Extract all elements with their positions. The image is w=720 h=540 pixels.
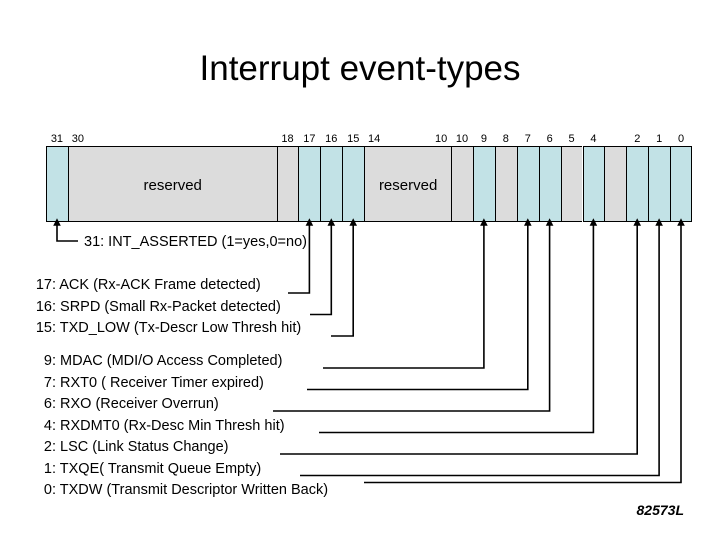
bit-number-5: 5: [568, 133, 575, 145]
callout-label-bit1: 1: TXQE( Transmit Queue Empty): [34, 459, 328, 481]
callout-label-bit9: 9: MDAC (MDI/O Access Completed): [34, 351, 328, 373]
bit-cell-17: [298, 146, 321, 222]
page-title: Interrupt event-types: [199, 49, 521, 88]
callout-bit-number: 6:: [43, 396, 56, 412]
device-part-number: 82573L: [636, 502, 684, 518]
bit-cell-6: [538, 146, 561, 222]
callout-bit-description: SRPD (Small Rx-Packet detected): [56, 298, 281, 315]
callout-bit-number: 1:: [43, 460, 56, 477]
bit-number-1: 1: [656, 133, 663, 145]
callout-group-bit31: 31: INT_ASSERTED (1=yes,0=no): [84, 232, 307, 254]
callout-label-bit4: 4: RXDMT0 (Rx-Desc Min Thresh hit): [34, 416, 328, 438]
bit-number-18: 18: [281, 133, 294, 145]
register-bitfield: reserved reserved: [46, 146, 692, 222]
callout-bit-description: LSC (Link Status Change): [56, 439, 229, 455]
callout-label-bit0: 0: TXDW (Transmit Descriptor Written Bac…: [34, 480, 328, 502]
callout-bit-description: TXD_LOW (Tx-Descr Low Thresh hit): [56, 320, 302, 336]
bit-cell-30: reserved: [67, 146, 277, 222]
callout-bit-number: 2:: [43, 439, 56, 455]
bit-cell-8: [494, 146, 517, 222]
bit-cell-16: [320, 146, 343, 222]
callout-bit-number: 15:: [35, 320, 56, 336]
bit-cell-7: [516, 146, 539, 222]
bit-number-4: 4: [590, 133, 597, 145]
bit-number-10: 10: [455, 133, 469, 145]
bit-cell-4: [582, 146, 605, 222]
bit-cell-18: [276, 146, 299, 222]
bit-number-0: 0: [677, 133, 685, 145]
callout-bit-description: TXDW (Transmit Descriptor Written Back): [56, 482, 329, 498]
reserved-label: reserved: [143, 176, 202, 194]
bit-cell-2: [626, 146, 649, 222]
bit-number-10: 10: [434, 133, 448, 145]
bit-number-7: 7: [524, 133, 531, 145]
bit-number-2: 2: [634, 133, 641, 145]
callout-label-bit2: 2: LSC (Link Status Change): [34, 437, 328, 459]
callout-label-bit16: 16: SRPD (Small Rx-Packet detected): [34, 297, 301, 319]
callout-bit-description: RXO (Receiver Overrun): [56, 396, 219, 412]
bit-cell-9: [473, 146, 495, 222]
bit-cell-15: [342, 146, 365, 222]
callout-group-bits-9-0: 9: MDAC (MDI/O Access Completed)7: RXT0 …: [34, 351, 328, 502]
callout-label-bit31: 31: INT_ASSERTED (1=yes,0=no): [84, 234, 307, 250]
bit-number-6: 6: [546, 133, 553, 145]
bit-number-17: 17: [303, 133, 316, 145]
callout-label-bit7: 7: RXT0 ( Receiver Timer expired): [34, 373, 328, 395]
callout-bit-number: 4:: [43, 417, 56, 434]
bit-cell-0: [670, 146, 692, 222]
callout-label-bit17: 17: ACK (Rx-ACK Frame detected): [34, 275, 301, 297]
bit-cell-14: reserved: [364, 146, 452, 222]
bit-number-16: 16: [325, 133, 338, 145]
callout-bit-number: 0:: [43, 482, 56, 498]
bit-number-9: 9: [480, 133, 487, 145]
callout-bit-description: RXT0 ( Receiver Timer expired): [56, 374, 264, 391]
callout-bit-number: 9:: [43, 353, 56, 369]
bit-number-14: 14: [368, 133, 381, 145]
bit-number-15: 15: [347, 133, 360, 145]
bit-number-30: 30: [71, 133, 85, 145]
bit-cell-10: [451, 146, 473, 222]
bit-cell-3: [604, 146, 627, 222]
bit-cell-1: [648, 146, 671, 222]
bit-cell-5: [560, 146, 583, 222]
bit-number-8: 8: [502, 133, 509, 145]
callout-label-bit15: 15: TXD_LOW (Tx-Descr Low Thresh hit): [34, 318, 301, 340]
callout-bit-description: TXQE( Transmit Queue Empty): [56, 460, 262, 477]
reserved-label: reserved: [378, 176, 438, 194]
callout-bit-description: RXDMT0 (Rx-Desc Min Thresh hit): [56, 417, 285, 434]
bit-number-31: 31: [50, 133, 64, 145]
callout-bit-number: 16:: [35, 298, 56, 315]
bit-cell-31: [46, 146, 68, 222]
callout-bit-number: 7:: [43, 374, 56, 391]
callout-label-bit6: 6: RXO (Receiver Overrun): [34, 394, 328, 416]
callout-bit-number: 17:: [35, 277, 56, 293]
callout-group-bits-17-15: 17: ACK (Rx-ACK Frame detected)16: SRPD …: [34, 275, 301, 340]
callout-bit-description: MDAC (MDI/O Access Completed): [56, 353, 283, 369]
callout-bit-description: ACK (Rx-ACK Frame detected): [56, 277, 261, 293]
